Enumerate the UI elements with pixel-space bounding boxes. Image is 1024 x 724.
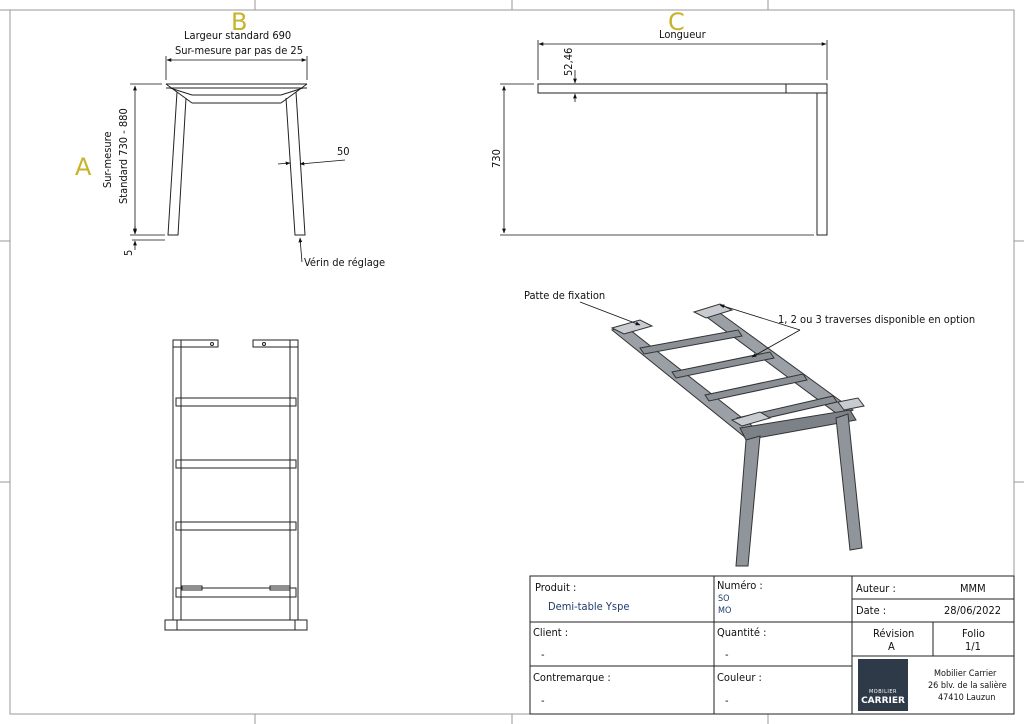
number-mo: MO bbox=[718, 606, 732, 616]
adjuster-label: Vérin de réglage bbox=[304, 256, 386, 269]
author-label: Auteur : bbox=[856, 582, 896, 595]
logo-bottom-text: CARRIER bbox=[861, 696, 905, 706]
contremarque-label: Contremarque : bbox=[533, 671, 611, 684]
folio-value: 1/1 bbox=[965, 640, 981, 653]
date-value: 28/06/2022 bbox=[944, 604, 1002, 617]
quantity-value: - bbox=[725, 648, 729, 661]
side-view-drawing bbox=[537, 83, 828, 236]
height-dimension: 730 bbox=[490, 149, 503, 168]
number-label: Numéro : bbox=[717, 579, 763, 592]
iso-view-leaders bbox=[579, 301, 801, 358]
company-street: 26 blv. de la salière bbox=[928, 681, 1007, 691]
zone-letter-c: C bbox=[668, 8, 685, 36]
folio-label: Folio bbox=[962, 627, 985, 640]
logo-top-text: MOBILIER bbox=[868, 689, 898, 695]
zone-letter-a: A bbox=[75, 153, 92, 181]
zone-letter-b: B bbox=[231, 8, 248, 36]
title-block-grid bbox=[529, 575, 1015, 715]
front-view-drawing bbox=[165, 83, 308, 236]
top-view-drawing bbox=[164, 339, 308, 631]
side-view-dimensions bbox=[500, 40, 828, 236]
company-name: Mobilier Carrier bbox=[934, 669, 997, 679]
revision-value: A bbox=[888, 640, 895, 653]
length-label: Longueur bbox=[659, 28, 706, 41]
iso-view-drawing bbox=[610, 303, 865, 567]
company-city: 47410 Lauzun bbox=[938, 693, 996, 703]
contremarque-value: - bbox=[541, 694, 545, 707]
company-logo: MOBILIER CARRIER bbox=[858, 659, 908, 711]
thickness-dimension: 52,46 bbox=[562, 47, 575, 76]
product-value: Demi-table Yspe bbox=[548, 600, 630, 613]
width-standard-label: Largeur standard 690 bbox=[184, 29, 292, 42]
height-custom-label: Sur-mesure bbox=[101, 131, 114, 188]
quantity-label: Quantité : bbox=[717, 626, 767, 639]
color-value: - bbox=[725, 694, 729, 707]
product-label: Produit : bbox=[535, 581, 577, 594]
front-view-dimensions bbox=[130, 56, 346, 263]
number-so: SO bbox=[718, 594, 730, 604]
foot-dimension: 5 bbox=[122, 249, 135, 256]
bracket-label: Patte de fixation bbox=[524, 289, 606, 302]
leg-width-dimension: 50 bbox=[337, 145, 350, 158]
author-value: MMM bbox=[960, 582, 986, 595]
client-label: Client : bbox=[533, 626, 569, 639]
height-standard-label: Standard 730 - 880 bbox=[117, 108, 130, 204]
client-value: - bbox=[541, 648, 545, 661]
width-custom-label: Sur-mesure par pas de 25 bbox=[175, 44, 304, 57]
date-label: Date : bbox=[856, 604, 887, 617]
revision-label: Révision bbox=[873, 627, 915, 640]
crossbars-label: 1, 2 ou 3 traverses disponible en option bbox=[778, 313, 976, 326]
color-label: Couleur : bbox=[717, 671, 762, 684]
